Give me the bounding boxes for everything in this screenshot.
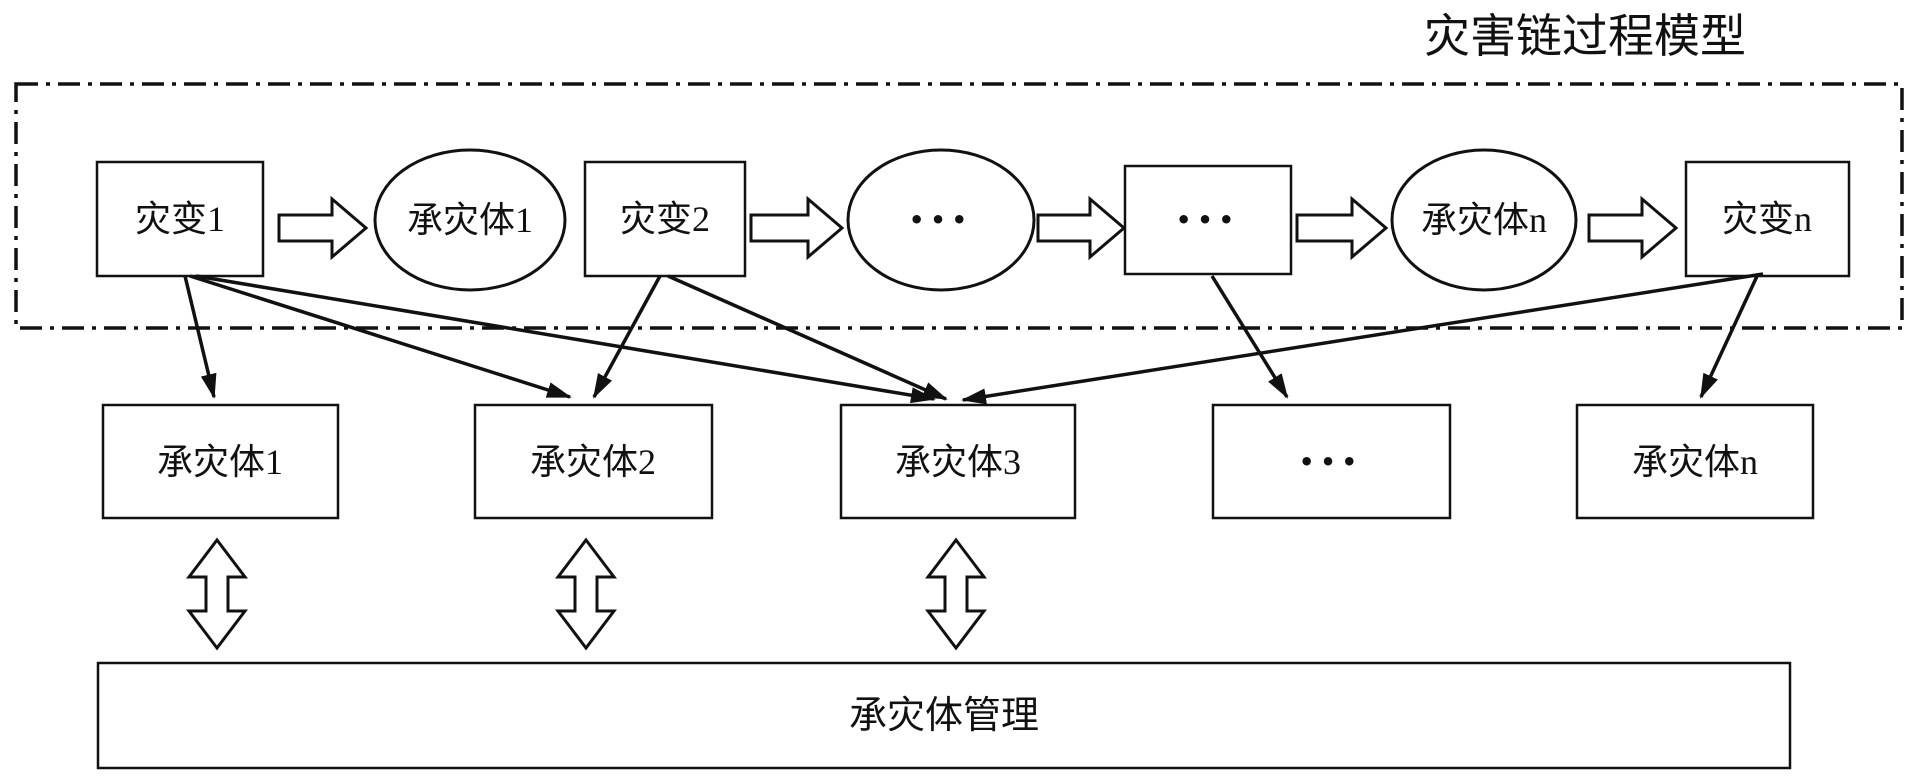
block-arrow-4-icon (1295, 195, 1389, 261)
chain-node-chengzaitin-label: 承灾体n (1421, 200, 1547, 240)
chain-node-zaibian1-label: 灾变1 (135, 199, 225, 239)
bearer-box-3-label: 承灾体3 (895, 442, 1021, 482)
arrow-zaibian2-to-bearer3 (667, 274, 948, 401)
chain-node-chengzaitin-ellipse (1390, 148, 1578, 292)
chain-node-zaibian1-box (95, 160, 265, 278)
bearer-box-1 (101, 403, 340, 520)
arrow-zaibian1-to-bearer3 (195, 274, 936, 404)
bearer-box-2-label: 承灾体2 (530, 442, 656, 482)
block-arrow-2-icon (749, 195, 845, 261)
block-arrow-1-icon (277, 195, 369, 261)
bearer-box-n-label: 承灾体n (1632, 442, 1758, 482)
double-arrow-3-icon (924, 537, 988, 651)
bearer-box-ellipsis (1211, 403, 1452, 520)
bearer-box-1-label: 承灾体1 (157, 442, 283, 482)
chain-node-zaibian2-box (583, 160, 747, 278)
process-model-frame (14, 82, 1904, 330)
arrow-zaibian2-to-bearer2 (592, 275, 662, 399)
diagram-title: 灾害链过程模型 (1424, 11, 1746, 62)
arrow-zaibiann-to-bearern (1699, 273, 1760, 399)
arrow-zaibiann-to-bearer3 (961, 272, 1764, 405)
double-arrow-2-icon (554, 537, 618, 651)
bearer-box-2 (473, 403, 714, 520)
chain-node-zaibiann-box (1684, 160, 1851, 278)
bearer-box-n (1575, 403, 1815, 520)
chain-node-ellipsis-box-label: ••• (1176, 206, 1240, 234)
chain-node-zaibiann-label: 灾变n (1722, 199, 1812, 239)
arrow-zaibian1-to-bearer1 (183, 275, 217, 399)
arrow-ellipsisrect-to-ellipsisbox (1210, 275, 1289, 399)
management-bar (96, 661, 1792, 770)
chain-node-zaibian2-label: 灾变2 (620, 199, 710, 239)
block-arrow-3-icon (1036, 195, 1127, 261)
bearer-box-3 (839, 403, 1077, 520)
double-arrow-1-icon (185, 537, 249, 651)
management-bar-label: 承灾体管理 (849, 695, 1039, 737)
chain-node-ellipsis-ellipse-label: ••• (909, 206, 973, 234)
arrow-zaibian1-to-bearer2 (189, 274, 572, 399)
chain-node-ellipsis-box (1123, 164, 1293, 276)
chain-node-chengzaiti1-label: 承灾体1 (407, 200, 533, 240)
bearer-box-ellipsis-label: ••• (1299, 448, 1363, 476)
block-arrow-5-icon (1587, 195, 1679, 261)
chain-node-ellipsis-ellipse (846, 148, 1036, 292)
chain-node-chengzaiti1-ellipse (373, 148, 567, 292)
